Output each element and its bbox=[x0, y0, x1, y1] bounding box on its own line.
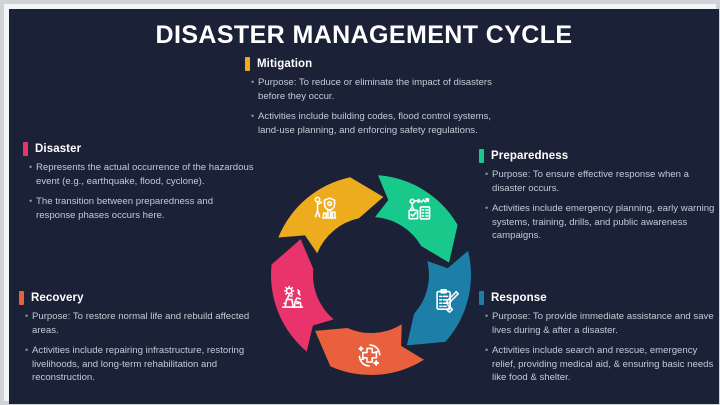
recovery-color-marker bbox=[19, 291, 24, 305]
bullet-text: Activities include building codes, flood… bbox=[258, 111, 492, 136]
block-mitigation-header: Mitigation bbox=[245, 57, 497, 71]
cycle-segment-recovery[interactable] bbox=[315, 324, 424, 375]
bullet-text: Activities include search and rescue, em… bbox=[492, 345, 714, 384]
list-item: • Activities include search and rescue, … bbox=[479, 344, 719, 385]
bullet-text: Purpose: To provide immediate assistance… bbox=[492, 311, 714, 336]
list-item: • Activities include building codes, flo… bbox=[245, 110, 497, 137]
list-item: • Activities include repairing infrastru… bbox=[19, 344, 267, 385]
response-title: Response bbox=[491, 292, 547, 304]
medical-cross-renew-icon bbox=[358, 344, 381, 367]
preparedness-color-marker bbox=[479, 149, 484, 163]
planning-checklist-icon bbox=[408, 198, 431, 220]
block-preparedness: Preparedness • Purpose: To ensure effect… bbox=[479, 149, 717, 243]
list-item: • Represents the actual occurrence of th… bbox=[23, 161, 255, 188]
bullet-text: Activities include repairing infrastruct… bbox=[32, 345, 245, 384]
mitigation-color-marker bbox=[245, 57, 250, 71]
block-preparedness-header: Preparedness bbox=[479, 149, 717, 163]
mitigation-bullet-list: • Purpose: To reduce or eliminate the im… bbox=[245, 76, 497, 137]
list-item: • Purpose: To restore normal life and re… bbox=[19, 310, 267, 337]
list-item: • The transition between preparedness an… bbox=[23, 195, 255, 222]
bullet-icon: • bbox=[25, 345, 29, 356]
block-disaster: Disaster • Represents the actual occurre… bbox=[23, 142, 255, 222]
bullet-icon: • bbox=[29, 196, 33, 207]
block-response: Response • Purpose: To provide immediate… bbox=[479, 291, 719, 385]
slide-canvas: DISASTER MANAGEMENT CYCLE Mitigation • P… bbox=[9, 9, 719, 404]
bullet-text: Represents the actual occurrence of the … bbox=[36, 162, 254, 187]
bullet-text: Purpose: To reduce or eliminate the impa… bbox=[258, 77, 492, 102]
list-item: • Purpose: To ensure effective response … bbox=[479, 168, 717, 195]
mitigation-title: Mitigation bbox=[257, 58, 313, 70]
list-item: • Activities include emergency planning,… bbox=[479, 202, 717, 243]
block-recovery: Recovery • Purpose: To restore normal li… bbox=[19, 291, 267, 385]
preparedness-title: Preparedness bbox=[491, 150, 569, 162]
block-response-header: Response bbox=[479, 291, 719, 305]
block-disaster-header: Disaster bbox=[23, 142, 255, 156]
disaster-cycle-diagram bbox=[265, 169, 477, 381]
disaster-title: Disaster bbox=[35, 143, 82, 155]
person-shield-chart-icon bbox=[314, 196, 337, 219]
bullet-text: Purpose: To restore normal life and rebu… bbox=[32, 311, 250, 336]
block-recovery-header: Recovery bbox=[19, 291, 267, 305]
recovery-title: Recovery bbox=[31, 292, 84, 304]
bullet-icon: • bbox=[251, 111, 255, 122]
list-item: • Purpose: To reduce or eliminate the im… bbox=[245, 76, 497, 103]
bullet-icon: • bbox=[485, 203, 489, 214]
recovery-bullet-list: • Purpose: To restore normal life and re… bbox=[19, 310, 267, 385]
cycle-segment-disaster[interactable] bbox=[271, 239, 334, 352]
response-color-marker bbox=[479, 291, 484, 305]
bullet-icon: • bbox=[29, 162, 33, 172]
bullet-icon: • bbox=[485, 345, 489, 356]
list-item: • Purpose: To provide immediate assistan… bbox=[479, 310, 719, 337]
bullet-text: Purpose: To ensure effective response wh… bbox=[492, 169, 689, 194]
bullet-icon: • bbox=[485, 311, 489, 321]
preparedness-bullet-list: • Purpose: To ensure effective response … bbox=[479, 168, 717, 243]
disaster-color-marker bbox=[23, 142, 28, 156]
block-mitigation: Mitigation • Purpose: To reduce or elimi… bbox=[245, 57, 497, 137]
cycle-svg bbox=[271, 175, 471, 375]
cycle-center-hub bbox=[331, 235, 411, 315]
bullet-text: The transition between preparedness and … bbox=[36, 196, 214, 221]
bullet-text: Activities include emergency planning, e… bbox=[492, 203, 715, 242]
response-bullet-list: • Purpose: To provide immediate assistan… bbox=[479, 310, 719, 385]
cycle-segment-response[interactable] bbox=[406, 250, 471, 346]
clipboard-tool-icon bbox=[436, 288, 459, 313]
bullet-icon: • bbox=[251, 77, 255, 87]
page-title: DISASTER MANAGEMENT CYCLE bbox=[155, 21, 573, 49]
earthquake-damage-icon bbox=[281, 285, 304, 308]
disaster-bullet-list: • Represents the actual occurrence of th… bbox=[23, 161, 255, 222]
bullet-icon: • bbox=[25, 311, 29, 321]
bullet-icon: • bbox=[485, 169, 489, 179]
